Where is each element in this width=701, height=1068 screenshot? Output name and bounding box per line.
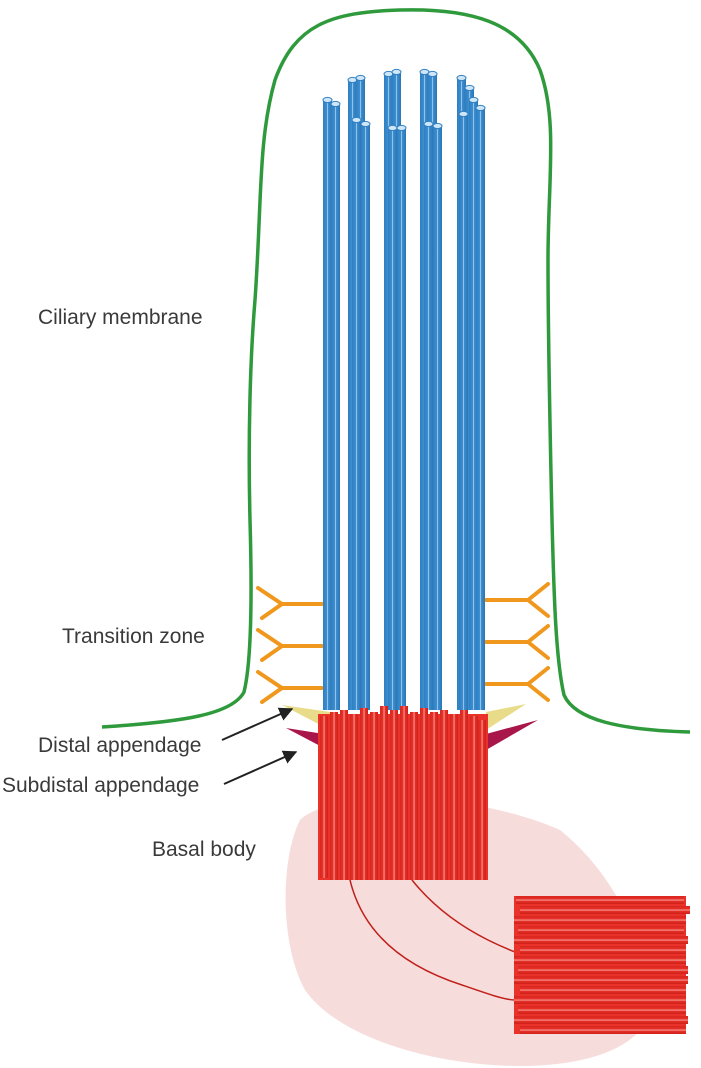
ciliary-membrane <box>101 8 691 734</box>
connecting-fibers <box>349 879 516 1001</box>
transition-zone-label: Transition zone <box>62 625 205 648</box>
transition-fibers-right <box>484 582 550 702</box>
subdistal-appendage-arrow <box>223 750 298 785</box>
distal-appendage-label: Distal appendage <box>38 734 202 757</box>
subdistal-appendage-right <box>486 720 538 750</box>
daughter-centriole <box>514 896 690 1034</box>
microtubule <box>458 110 469 710</box>
axoneme <box>322 68 486 710</box>
distal-appendage-arrow <box>221 707 294 741</box>
ciliary-membrane-label: Ciliary membrane <box>38 306 203 329</box>
transition-fibers-left <box>256 586 324 704</box>
distal-appendage-right <box>486 704 526 730</box>
subdistal-appendage-left <box>286 728 324 748</box>
microtubule <box>468 96 486 710</box>
subdistal-appendage-label: Subdistal appendage <box>2 774 200 797</box>
microtubule <box>351 116 371 710</box>
microtubule <box>387 124 407 710</box>
basal-body-label: Basal body <box>152 838 256 861</box>
microtubule <box>322 96 341 710</box>
microtubule <box>423 120 443 710</box>
basal-body <box>318 706 488 880</box>
